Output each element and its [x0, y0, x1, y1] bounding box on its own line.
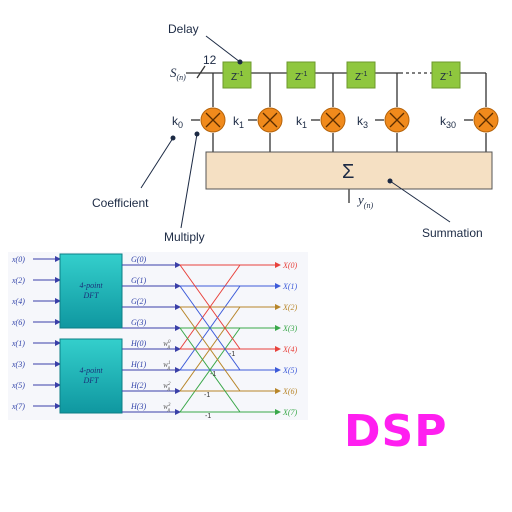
delay-block: Z-1	[431, 61, 461, 89]
svg-text:X(2): X(2)	[282, 303, 298, 312]
delay-block: Z-1	[222, 61, 252, 89]
svg-text:W38: W38	[163, 403, 171, 414]
svg-text:x(6): x(6)	[11, 318, 25, 327]
delay-callout-label: Delay	[168, 22, 199, 36]
dft-block: 4-point DFT	[59, 253, 123, 329]
svg-text:4-point: 4-point	[79, 281, 103, 290]
callouts	[140, 35, 451, 229]
multiplier-icon	[200, 107, 226, 133]
fft-output-labels: X(0) X(1) X(2) X(3) X(4) X(5) X(6) X(7)	[282, 261, 298, 417]
fft-output-arrowheads	[275, 262, 281, 415]
svg-text:DFT: DFT	[82, 376, 99, 385]
multiplier-icon	[384, 107, 410, 133]
multiplier-icon	[257, 107, 283, 133]
svg-text:x(4): x(4)	[11, 297, 25, 306]
multiplier-icon	[320, 107, 346, 133]
summation-callout-label: Summation	[422, 226, 483, 240]
svg-text:X(4): X(4)	[282, 345, 298, 354]
coefficient-labels: k0 k1 k1 k3 k30	[172, 114, 456, 130]
svg-text:Z-1: Z-1	[440, 71, 452, 83]
input-signal-label: S(n)	[170, 65, 186, 82]
delay-blocks: Z-1 Z-1 Z-1 Z-1	[222, 61, 461, 89]
coefficient-label: k1	[233, 114, 244, 130]
output-signal-label: y(n)	[356, 192, 373, 210]
svg-text:x(0): x(0)	[11, 255, 25, 264]
svg-text:X(7): X(7)	[282, 408, 298, 417]
svg-text:-1: -1	[229, 351, 235, 358]
fft-butterfly-diagram: x(0) x(2) x(4) x(6) x(1) x(3) x(5) x(7) …	[8, 252, 308, 420]
svg-text:x(2): x(2)	[11, 276, 25, 285]
svg-text:W08: W08	[163, 340, 171, 351]
multiplier-nodes	[200, 107, 499, 133]
fft-input-wires	[33, 256, 61, 409]
svg-text:x(7): x(7)	[11, 402, 25, 411]
fir-filter-diagram: Z-1 Z-1 Z-1 Z-1	[92, 22, 499, 244]
fft-input-labels: x(0) x(2) x(4) x(6) x(1) x(3) x(5) x(7)	[11, 255, 25, 411]
coefficient-callout-label: Coefficient	[92, 196, 149, 210]
dft-output-wires	[122, 262, 181, 415]
svg-text:G(3): G(3)	[131, 318, 146, 327]
fft-intermediate-labels: G(0) G(1) G(2) G(3) H(0) H(1) H(2) H(3)	[130, 255, 146, 411]
svg-text:H(0): H(0)	[130, 339, 146, 348]
svg-text:G(2): G(2)	[131, 297, 146, 306]
summation-block: Σ	[205, 151, 493, 190]
svg-text:Z-1: Z-1	[295, 71, 307, 83]
svg-text:Σ: Σ	[342, 161, 354, 183]
svg-text:-1: -1	[204, 392, 210, 399]
coefficient-label: k3	[357, 114, 368, 130]
coefficient-label: k0	[172, 114, 183, 130]
coefficient-label: k30	[440, 114, 456, 130]
svg-text:x(5): x(5)	[11, 381, 25, 390]
multiply-callout-label: Multiply	[164, 230, 205, 244]
svg-text:-1: -1	[210, 371, 216, 378]
svg-text:DFT: DFT	[82, 291, 99, 300]
bit-width-label: 12	[203, 53, 217, 67]
butterfly-wires	[179, 264, 275, 413]
dsp-title: DSP	[344, 406, 448, 457]
delay-block: Z-1	[346, 61, 376, 89]
svg-text:Z-1: Z-1	[355, 71, 367, 83]
delay-block: Z-1	[286, 61, 316, 89]
svg-text:H(2): H(2)	[130, 381, 146, 390]
svg-text:X(3): X(3)	[282, 324, 298, 333]
svg-text:G(0): G(0)	[131, 255, 146, 264]
multiplier-icon	[473, 107, 499, 133]
svg-text:W18: W18	[163, 361, 171, 372]
svg-text:W28: W28	[163, 382, 171, 393]
negation-labels: -1 -1 -1 -1	[204, 351, 235, 420]
fft-background	[8, 252, 308, 420]
svg-text:Z-1: Z-1	[231, 71, 243, 83]
callout-dots	[170, 59, 393, 184]
signal-wires	[186, 65, 487, 203]
svg-text:x(3): x(3)	[11, 360, 25, 369]
svg-text:x(1): x(1)	[11, 339, 25, 348]
svg-text:X(0): X(0)	[282, 261, 298, 270]
svg-text:H(3): H(3)	[130, 402, 146, 411]
svg-text:H(1): H(1)	[130, 360, 146, 369]
dft-block: 4-point DFT	[59, 338, 123, 414]
svg-text:-1: -1	[205, 413, 211, 420]
svg-text:4-point: 4-point	[79, 366, 103, 375]
svg-text:X(1): X(1)	[282, 282, 298, 291]
svg-text:X(6): X(6)	[282, 387, 298, 396]
svg-text:G(1): G(1)	[131, 276, 146, 285]
svg-text:X(5): X(5)	[282, 366, 298, 375]
coefficient-label: k1	[296, 114, 307, 130]
